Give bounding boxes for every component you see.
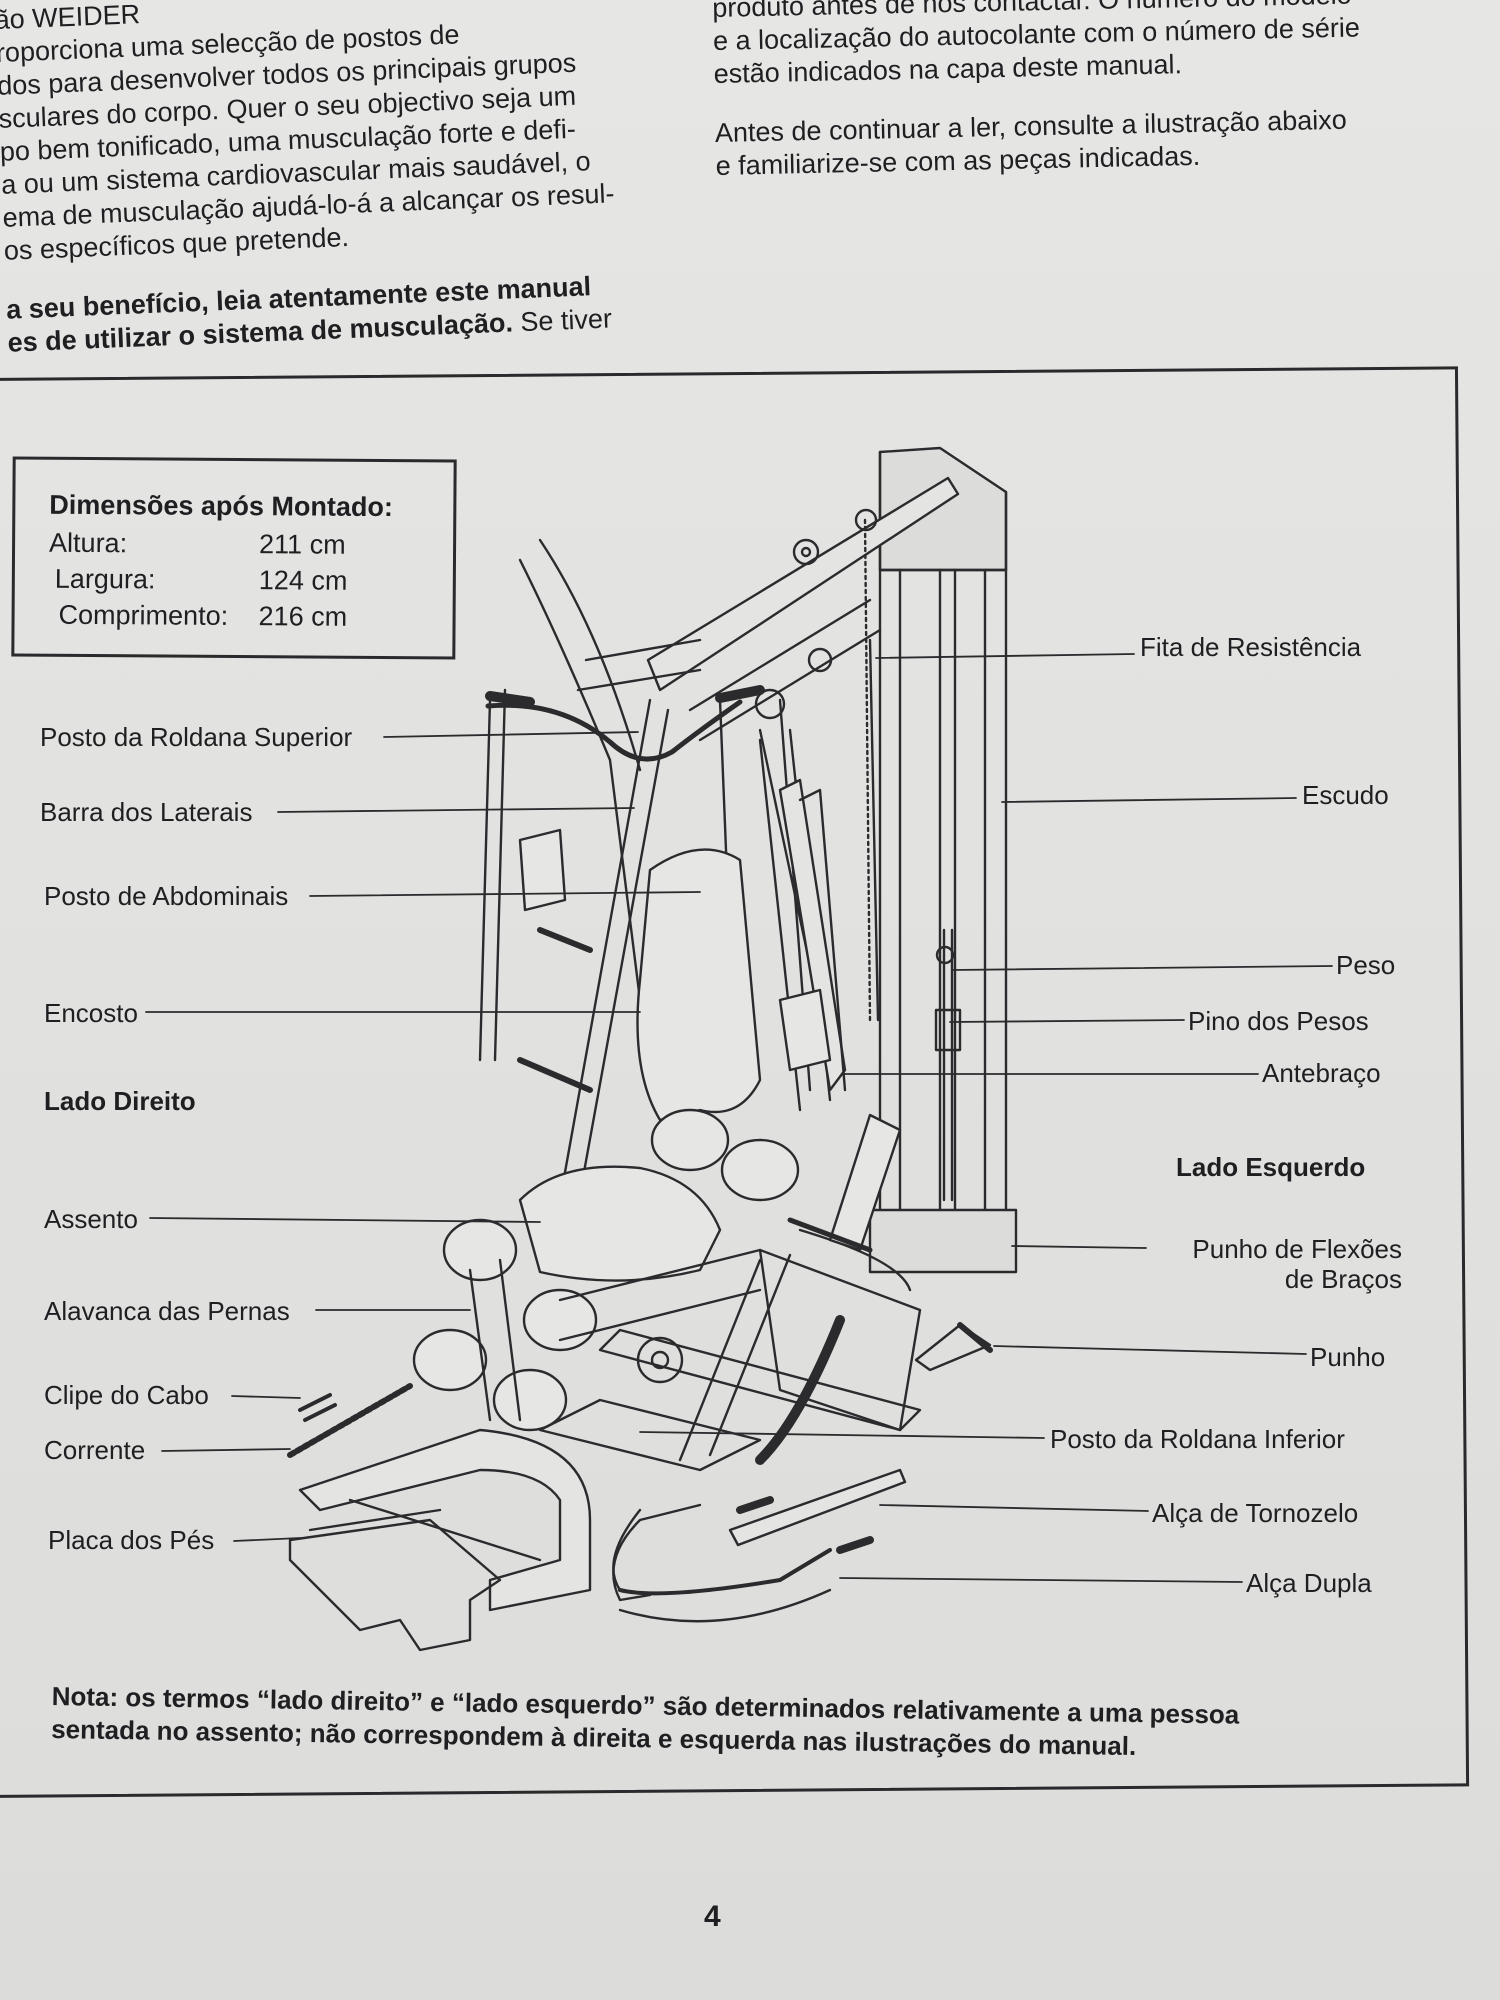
backrest	[517, 788, 847, 1122]
label-alavanca-pernas: Alavanca das Pernas	[44, 1296, 290, 1326]
label-clipe-cabo: Clipe do Cabo	[44, 1380, 209, 1410]
base-frame	[598, 1228, 922, 1465]
leg-lever	[412, 1218, 922, 1472]
label-escudo: Escudo	[1302, 780, 1389, 810]
label-punho: Punho	[1310, 1342, 1386, 1372]
label-fita-resistencia: Fita de Resistência	[1140, 632, 1362, 662]
label-punho-flexoes: Punho de Flexões de Braços	[1192, 1234, 1402, 1294]
label-encosto: Encosto	[44, 998, 138, 1028]
triangle-handle	[914, 1322, 993, 1372]
label-posto-roldana-superior: Posto da Roldana Superior	[40, 722, 353, 752]
label-corrente: Corrente	[44, 1435, 146, 1465]
leader-lines-left	[145, 731, 701, 1542]
foot-plate	[288, 1428, 592, 1652]
dual-handle	[612, 1496, 874, 1623]
label-lado-esquerdo: Lado Esquerdo	[1176, 1152, 1366, 1182]
label-placa-pes: Placa dos Pés	[48, 1525, 215, 1555]
label-antebraco: Antebraço	[1262, 1058, 1381, 1088]
label-alca-dupla: Alça Dupla	[1246, 1568, 1372, 1598]
seat	[518, 1108, 800, 1282]
label-peso: Peso	[1336, 950, 1396, 980]
label-assento: Assento	[44, 1204, 138, 1234]
weight-tower	[868, 446, 1018, 1274]
label-lado-direito: Lado Direito	[44, 1086, 196, 1116]
label-barra-laterais: Barra dos Laterais	[40, 797, 253, 827]
label-posto-roldana-inferior: Posto da Roldana Inferior	[1050, 1424, 1345, 1454]
page-number: 4	[704, 1900, 721, 1933]
lat-bar	[485, 685, 765, 762]
label-posto-abdominais: Posto de Abdominais	[44, 881, 289, 911]
main-column	[478, 538, 847, 1207]
label-pino-pesos: Pino dos Pesos	[1188, 1006, 1369, 1036]
ankle-strap	[612, 1468, 907, 1592]
chain	[287, 1383, 413, 1458]
pushup-handle	[787, 1113, 902, 1253]
leader-lines-right	[639, 653, 1333, 1583]
label-alca-tornozelo: Alça de Tornozelo	[1152, 1498, 1359, 1528]
